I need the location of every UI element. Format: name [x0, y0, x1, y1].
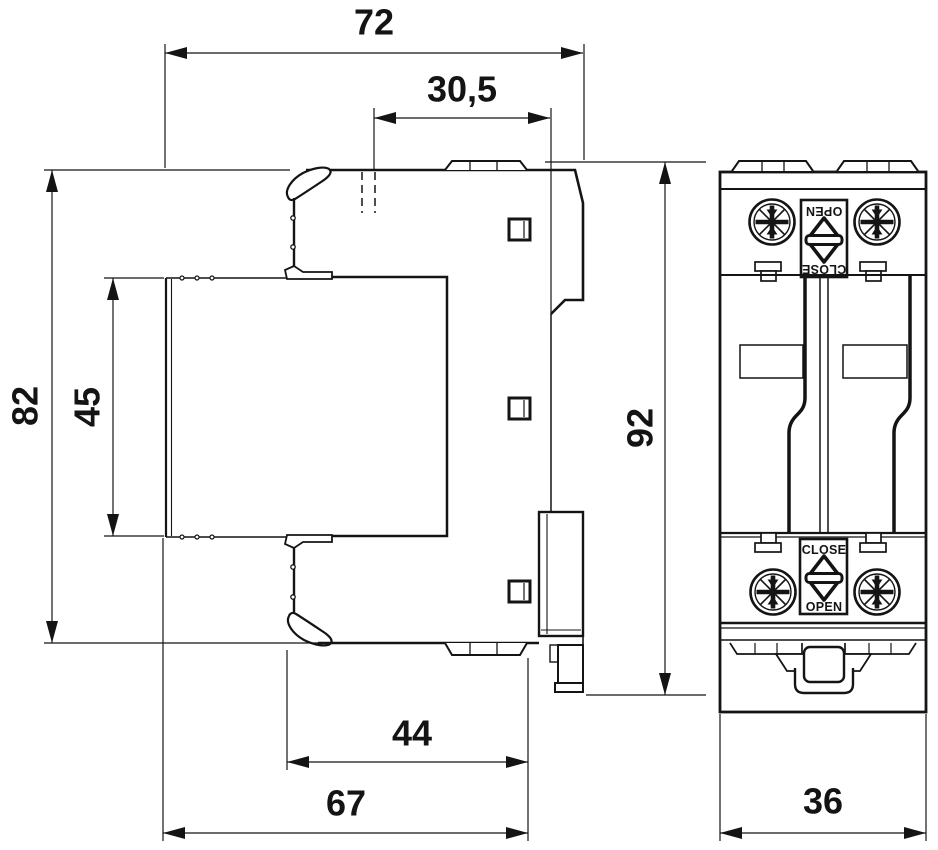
rotary-top-close-label: CLOSE [802, 262, 847, 276]
dim-body-height: 82 [5, 169, 320, 644]
screw-icon [751, 570, 796, 615]
rotary-bottom-close-label: CLOSE [802, 543, 847, 557]
dim-front-width: 36 [719, 714, 927, 841]
front-din-latch [774, 645, 873, 695]
dim-label-36: 36 [803, 781, 843, 822]
side-lower-clip [283, 534, 333, 647]
screw-icon [855, 200, 900, 245]
side-hidden-lines [361, 172, 376, 213]
side-top-tab [444, 160, 528, 171]
front-rotary-bottom: CLOSE OPEN [798, 537, 849, 616]
dim-label-82: 82 [5, 386, 46, 426]
dim-total-height: 92 [545, 161, 706, 696]
dim-label-30-5: 30,5 [427, 69, 497, 110]
side-din-block [537, 510, 585, 638]
side-rear-foot [549, 636, 584, 693]
front-lower-latch-tabs [754, 532, 887, 553]
dim-label-72: 72 [354, 2, 394, 43]
dim-module-height: 45 [67, 277, 164, 537]
front-modules [739, 276, 912, 532]
rotary-top-open-label: OPEN [806, 204, 843, 218]
side-terminal-openings [507, 217, 532, 604]
label-window [739, 344, 804, 379]
dim-base-depth: 67 [162, 538, 528, 841]
side-bottom-tab [444, 642, 528, 656]
screw-icon [855, 570, 900, 615]
dimension-annotations: 72 30,5 82 45 [5, 2, 927, 841]
dim-overall-width: 72 [164, 2, 585, 168]
dim-label-44: 44 [392, 713, 432, 754]
label-window [842, 344, 908, 379]
dim-label-45: 45 [67, 387, 108, 427]
front-top-tabs [731, 160, 919, 172]
dim-label-92: 92 [620, 408, 661, 448]
side-upper-clip [283, 166, 333, 280]
front-bottom-tabs [729, 642, 917, 655]
side-upper-outline [306, 168, 585, 315]
dim-lower-depth: 44 [286, 650, 529, 841]
side-view [164, 160, 585, 693]
front-bottom-band [721, 621, 925, 641]
front-view: OPEN CLOSE [718, 160, 928, 714]
front-rotary-top: OPEN CLOSE [799, 198, 849, 279]
screw-icon [750, 200, 795, 245]
dim-label-67: 67 [326, 783, 366, 824]
side-module-front [164, 275, 308, 540]
dim-rear-offset: 30,5 [373, 69, 552, 314]
rotary-bottom-open-label: OPEN [806, 600, 843, 614]
side-module-cavity [303, 275, 449, 538]
